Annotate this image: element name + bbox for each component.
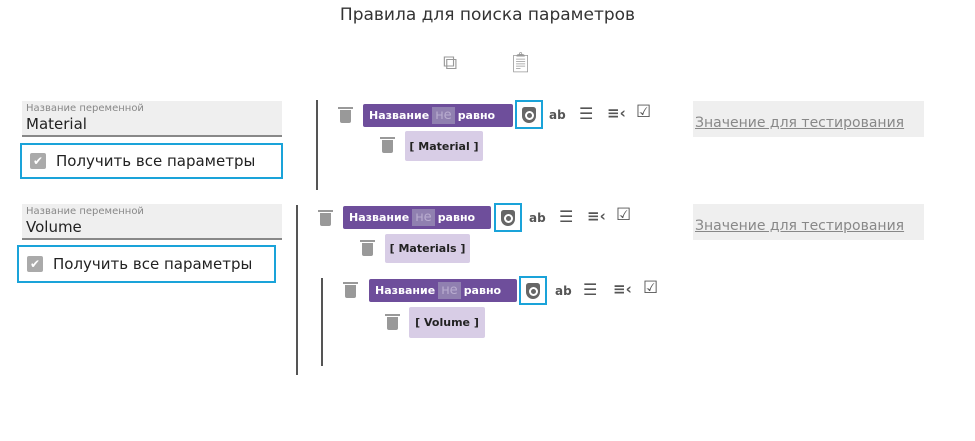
trash-icon[interactable] [338,107,353,123]
list-collapse-icon[interactable]: ≡‹ [613,280,632,298]
list-collapse-icon[interactable]: ≡‹ [587,207,606,225]
variable-name-field[interactable]: Название переменной Material [22,101,282,137]
variable-name-value: Volume [26,218,82,236]
nested-rule-divider [321,278,323,366]
value-chip[interactable]: [ Volume ] [409,307,485,338]
checkbox-multiple-icon[interactable]: ☑ [636,102,652,122]
checkbox-multiple-icon[interactable]: ☑ [616,205,632,225]
list-icon[interactable]: ☰ [559,207,574,226]
shield-search-icon [501,209,515,226]
test-value-field[interactable]: Значение для тестирования [693,204,924,240]
shield-search-icon [522,106,536,123]
chip-negation[interactable]: не [412,209,435,226]
page-title: Правила для поиска параметров [339,5,636,25]
trash-icon[interactable] [380,137,395,153]
get-all-params-checkbox[interactable]: ✔ Получить все параметры [20,143,283,179]
search-shield-button[interactable] [519,276,547,305]
chip-operator: равно [463,284,502,297]
checkbox-checked-icon: ✔ [27,256,43,272]
ab-icon[interactable]: ab [549,108,566,122]
rule-divider [316,100,318,190]
trash-icon[interactable] [318,210,333,226]
variable-name-field[interactable]: Название переменной Volume [22,204,282,240]
checkbox-multiple-icon[interactable]: ☑ [643,278,659,298]
chip-operator: равно [437,211,476,224]
chip-field: Название [369,109,430,122]
copy-icon[interactable]: ⧉ [443,50,458,74]
variable-name-value: Material [26,115,87,133]
test-value-field[interactable]: Значение для тестирования [693,101,924,137]
value-chip[interactable]: [ Material ] [405,131,483,161]
search-shield-button[interactable] [515,100,543,129]
chip-field: Название [349,211,410,224]
get-all-params-checkbox[interactable]: ✔ Получить все параметры [17,245,276,283]
chip-field: Название [375,284,436,297]
ab-icon[interactable]: ab [555,284,572,298]
rule-divider [296,205,298,375]
checkbox-label: Получить все параметры [56,152,256,170]
search-shield-button[interactable] [494,203,522,232]
trash-icon[interactable] [360,240,375,256]
checkbox-label: Получить все параметры [53,255,253,273]
chip-negation[interactable]: не [438,282,461,299]
variable-name-label: Название переменной [26,103,144,114]
list-icon[interactable]: ☰ [583,280,598,299]
shield-search-icon [526,282,540,299]
value-chip[interactable]: [ Materials ] [385,234,470,263]
clipboard-icon[interactable]: 📋︎ [508,50,534,74]
trash-icon[interactable] [343,282,358,298]
list-icon[interactable]: ☰ [579,104,594,123]
chip-negation[interactable]: не [432,107,455,124]
list-collapse-icon[interactable]: ≡‹ [607,104,626,122]
chip-operator: равно [457,109,496,122]
variable-name-label: Название переменной [26,206,144,217]
checkbox-checked-icon: ✔ [30,153,46,169]
ab-icon[interactable]: ab [529,211,546,225]
trash-icon[interactable] [385,314,400,330]
